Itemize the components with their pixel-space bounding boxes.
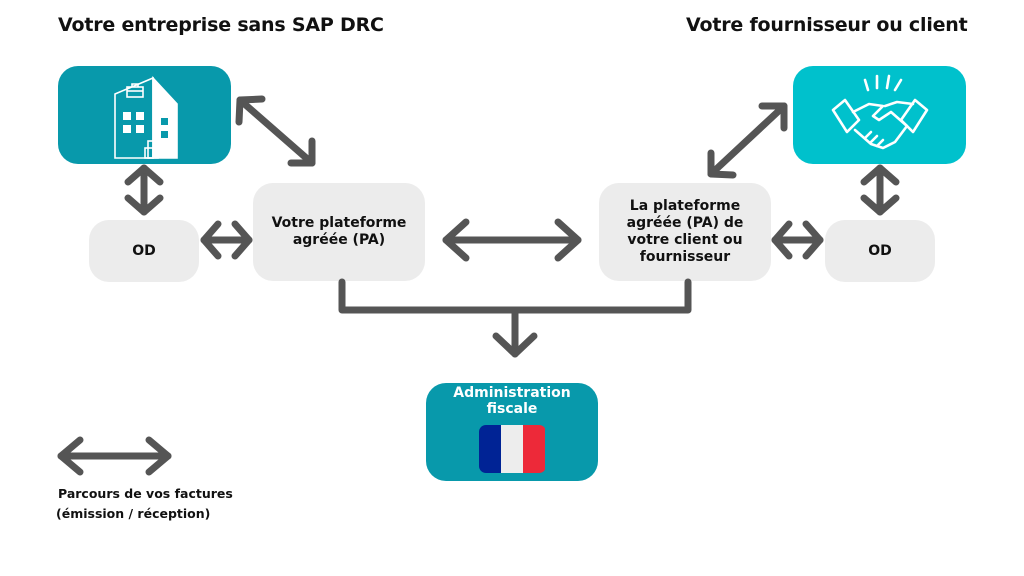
admin-label: Administration fiscale [453, 385, 571, 417]
pa-left-node: Votre plateforme agréée (PA) [253, 183, 425, 281]
pa-right-label: La plateforme agréée (PA) de votre clien… [626, 198, 744, 265]
pa-right-node: La plateforme agréée (PA) de votre clien… [599, 183, 771, 281]
arrow-od-left-pa-left [200, 220, 253, 260]
double-arrow-icon [57, 436, 172, 476]
arrow-pa-right-od-right [771, 220, 824, 260]
building-icon [113, 75, 178, 159]
pa-left-label: Votre plateforme agréée (PA) [271, 215, 407, 248]
arrow-pas-to-admin [338, 278, 692, 358]
arrow-pa-left-pa-right [442, 218, 582, 262]
legend-line-2: (émission / réception) [56, 506, 211, 521]
partner-node [793, 66, 966, 164]
admin-node: Administration fiscale [426, 383, 598, 481]
legend-line-1: Parcours de vos factures [58, 486, 233, 501]
od-left-label: OD [132, 242, 156, 259]
french-flag-icon [478, 425, 546, 473]
company-node [58, 66, 231, 164]
od-left-node: OD [89, 220, 199, 282]
arrow-pa-right-partner [707, 102, 788, 179]
od-right-label: OD [868, 242, 892, 259]
arrow-company-pa-left [235, 95, 316, 167]
arrow-partner-od-right [860, 164, 900, 216]
left-title: Votre entreprise sans SAP DRC [58, 14, 384, 36]
arrow-company-od-left [124, 164, 164, 216]
right-title: Votre fournisseur ou client [686, 14, 968, 36]
handshake-icon [831, 74, 928, 150]
od-right-node: OD [825, 220, 935, 282]
